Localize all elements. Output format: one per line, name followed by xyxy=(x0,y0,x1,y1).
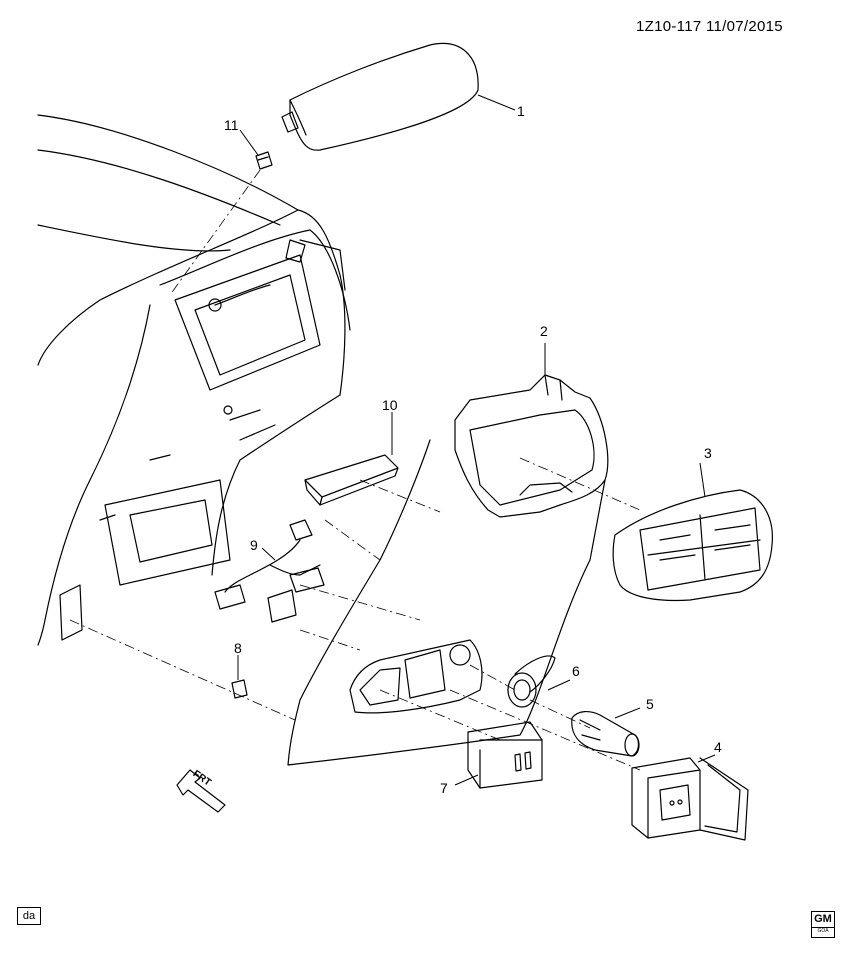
part-4-ac-outlet xyxy=(631,757,749,841)
gm-logo-sub: GOA xyxy=(812,927,834,934)
part-7-usb-module xyxy=(467,721,543,789)
part-5-power-outlet xyxy=(571,711,640,757)
part-6-outlet-bezel xyxy=(507,655,556,708)
front-arrow-icon xyxy=(176,769,226,813)
callout-3: 3 xyxy=(704,445,712,461)
part-11-clip xyxy=(255,151,273,170)
callout-4: 4 xyxy=(714,739,722,755)
callout-9: 9 xyxy=(250,537,258,553)
part-8-clip xyxy=(231,679,248,699)
callout-2: 2 xyxy=(540,323,548,339)
part-1-armrest-pad xyxy=(281,43,479,151)
gm-logo-text: GM xyxy=(814,913,832,925)
callout-11: 11 xyxy=(224,117,239,133)
callout-7: 7 xyxy=(440,780,448,796)
part-9-wiring-harness xyxy=(214,519,325,623)
document-id-date: 1Z10-117 11/07/2015 xyxy=(636,18,783,35)
part-2-console-trim-frame xyxy=(454,374,609,518)
callout-6: 6 xyxy=(572,663,580,679)
instrument-panel xyxy=(37,114,351,646)
console-side-panel xyxy=(287,439,606,766)
part-10-module xyxy=(304,454,399,506)
footer-tag: da xyxy=(17,907,41,925)
callout-5: 5 xyxy=(646,696,654,712)
callout-10: 10 xyxy=(382,397,398,413)
callout-1: 1 xyxy=(517,103,525,119)
callout-8: 8 xyxy=(234,640,242,656)
gm-logo: GM GOA xyxy=(811,911,835,938)
part-3-rear-air-vent xyxy=(612,489,773,602)
